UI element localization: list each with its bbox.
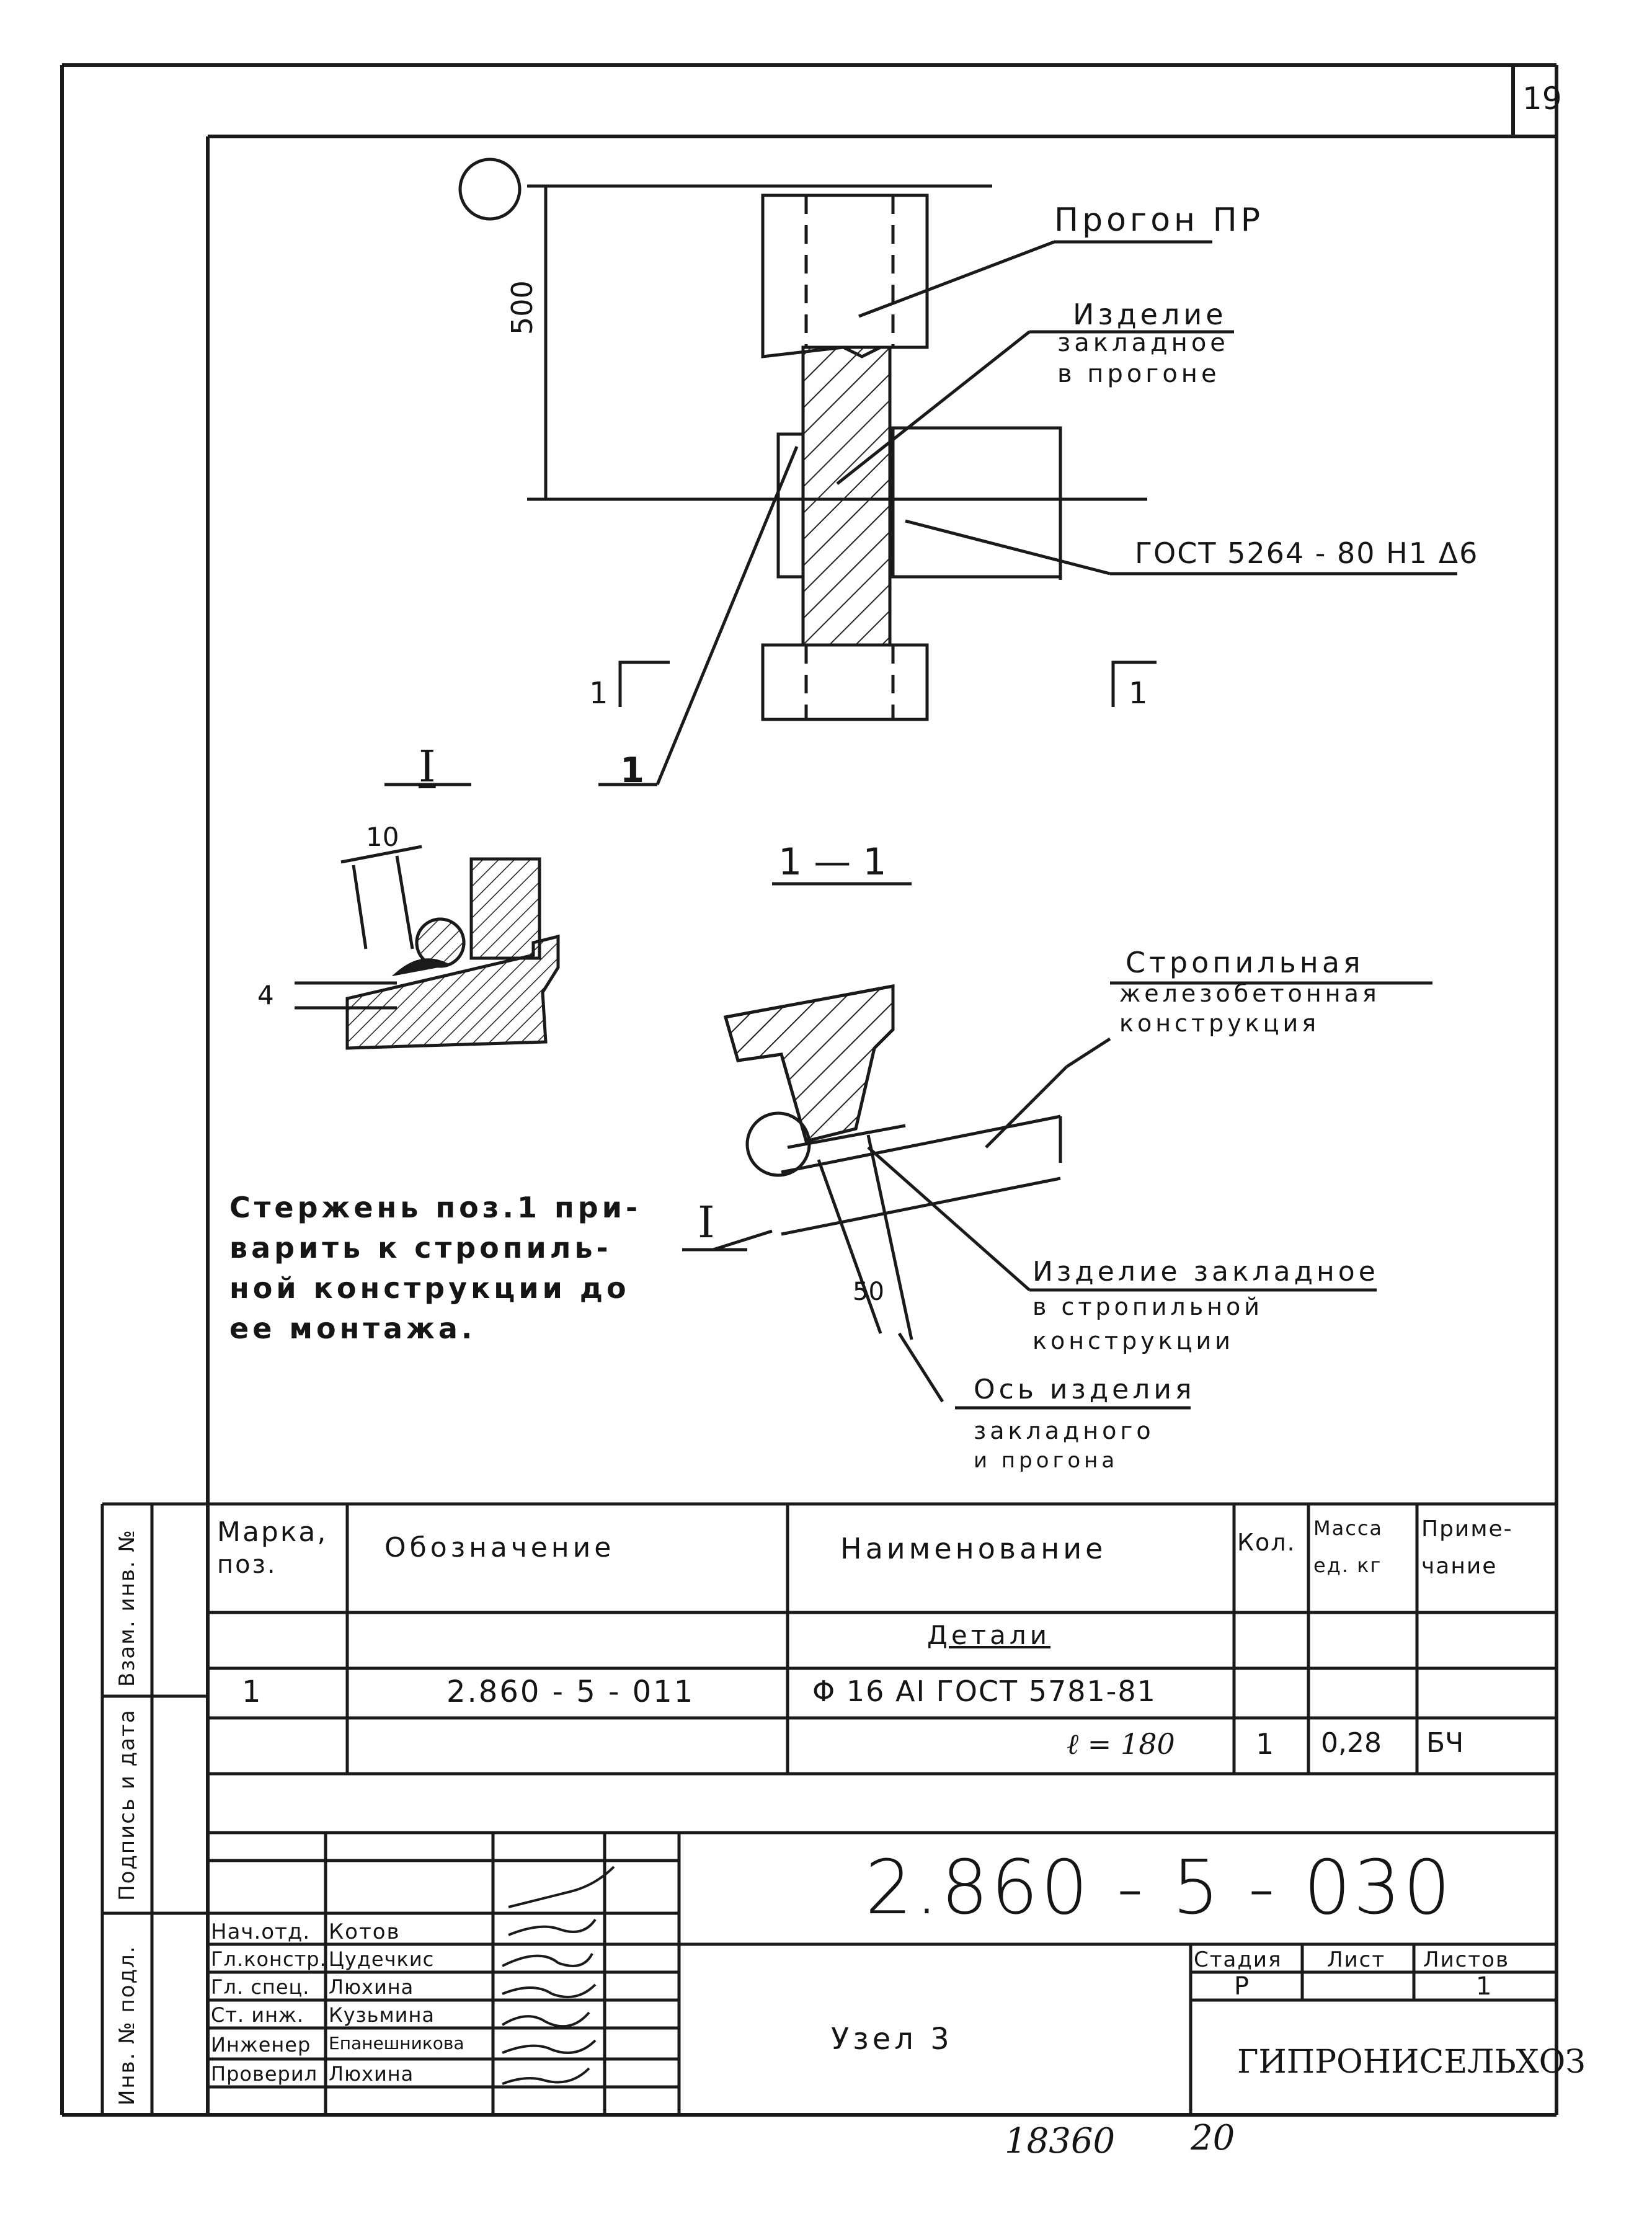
- role-2: Гл.констр.: [211, 1947, 327, 1971]
- role-1: Нач.отд.: [211, 1919, 311, 1944]
- stamp-signature-date: Подпись и дата: [115, 1709, 140, 1901]
- row2-note: БЧ: [1426, 1727, 1464, 1759]
- detail-I-label: I: [419, 741, 436, 792]
- label-axis-1: Ось изделия: [974, 1374, 1196, 1405]
- bottom-number-1: 18360: [1005, 2121, 1116, 2161]
- section-title: 1 — 1: [778, 840, 887, 884]
- label-rafter-1: Стропильная: [1126, 946, 1364, 979]
- drawing-title: Узел 3: [831, 2022, 953, 2057]
- label-embedded-rafter-2: в стропильной: [1032, 1293, 1263, 1320]
- stage-value: Р: [1234, 1972, 1250, 2001]
- leader-number-1: 1: [620, 750, 644, 791]
- label-embedded-purlin-1: Изделие: [1073, 298, 1227, 331]
- sheets-value: 1: [1476, 1972, 1492, 2001]
- spec-table-grid: [100, 1502, 1557, 2115]
- sheets-header: Листов: [1423, 1947, 1510, 1972]
- role-6: Проверил: [211, 2062, 318, 2086]
- signatures: [501, 1866, 615, 2085]
- header-qty: Кол.: [1237, 1529, 1296, 1556]
- stamp-replace-inv: Взам. инв. №: [115, 1529, 140, 1687]
- name-4: Кузьмина: [329, 2003, 435, 2027]
- note-line-3: ной конструкции до: [229, 1271, 630, 1305]
- sheet-number: 19: [1522, 81, 1562, 117]
- row1-mark: 1: [242, 1674, 261, 1709]
- note-line-2: варить к стропиль-: [229, 1231, 612, 1265]
- role-4: Ст. инж.: [211, 2003, 304, 2027]
- stamp-inv-no-orig: Инв. № подл.: [115, 1945, 140, 2106]
- label-purlin: Прогон ПР: [1054, 202, 1264, 239]
- header-designation: Обозначение: [384, 1532, 615, 1563]
- label-axis-3: и прогона: [974, 1448, 1119, 1473]
- drawing-code: 2.860 - 5 - 030: [865, 1845, 1454, 1931]
- header-mass-1: Масса: [1313, 1516, 1383, 1540]
- organization: ГИПРОНИСЕЛЬХОЗ: [1237, 2044, 1586, 2081]
- bottom-number-2: 20: [1191, 2118, 1235, 2158]
- section-mark-left: 1: [589, 676, 608, 711]
- role-3: Гл. спец.: [211, 1975, 310, 1999]
- note-line-1: Стержень поз.1 при-: [229, 1191, 642, 1224]
- label-rafter-3: конструкция: [1119, 1010, 1320, 1037]
- note-line-4: ее монтажа.: [229, 1312, 476, 1345]
- section-mark-right: 1: [1129, 676, 1148, 711]
- stage-header: Стадия: [1194, 1947, 1282, 1972]
- header-mark-1: Марка,: [217, 1516, 328, 1548]
- dimension-500: 500: [505, 280, 539, 335]
- label-embedded-purlin-2: закладное: [1057, 329, 1229, 357]
- header-name: Наименование: [840, 1532, 1107, 1565]
- dim-50: 50: [853, 1278, 884, 1306]
- header-mass-2: ед. кг: [1313, 1554, 1382, 1577]
- label-gost-weld: ГОСТ 5264 - 80 Н1 Δ6: [1135, 536, 1479, 570]
- row2-mass: 0,28: [1321, 1727, 1382, 1759]
- name-1: Котов: [329, 1919, 401, 1944]
- name-6: Люхина: [329, 2062, 414, 2086]
- label-axis-2: закладного: [974, 1417, 1155, 1444]
- role-5: Инженер: [211, 2033, 311, 2057]
- header-mark-2: поз.: [217, 1550, 277, 1579]
- name-3: Люхина: [329, 1975, 414, 1999]
- detail-I: [295, 845, 560, 1050]
- label-embedded-rafter-1: Изделие закладное: [1032, 1256, 1379, 1287]
- detail-I-label-2: I: [698, 1197, 715, 1248]
- row1-designation: 2.860 - 5 - 011: [446, 1674, 695, 1709]
- label-rafter-2: железобетонная: [1119, 980, 1380, 1007]
- row2-length: ℓ = 180: [1067, 1727, 1175, 1761]
- row2-qty: 1: [1256, 1727, 1274, 1761]
- section-details: Детали: [927, 1620, 1050, 1650]
- section-1-1: [682, 882, 1432, 1410]
- dim-10: 10: [366, 822, 399, 852]
- dim-4: 4: [257, 980, 274, 1010]
- row1-name: Φ 16 АI ГОСТ 5781-81: [812, 1674, 1157, 1708]
- name-2: Цудечкис: [329, 1947, 435, 1971]
- label-embedded-purlin-3: в прогоне: [1057, 360, 1220, 388]
- sheet-header: Лист: [1327, 1947, 1386, 1972]
- header-note-2: чание: [1421, 1554, 1498, 1579]
- header-note-1: Приме-: [1421, 1516, 1513, 1542]
- plan-view: [384, 158, 1457, 786]
- name-5: Епанешникова: [329, 2033, 464, 2053]
- label-embedded-rafter-3: конструкции: [1032, 1327, 1234, 1354]
- title-block-grid: [208, 1833, 1557, 2115]
